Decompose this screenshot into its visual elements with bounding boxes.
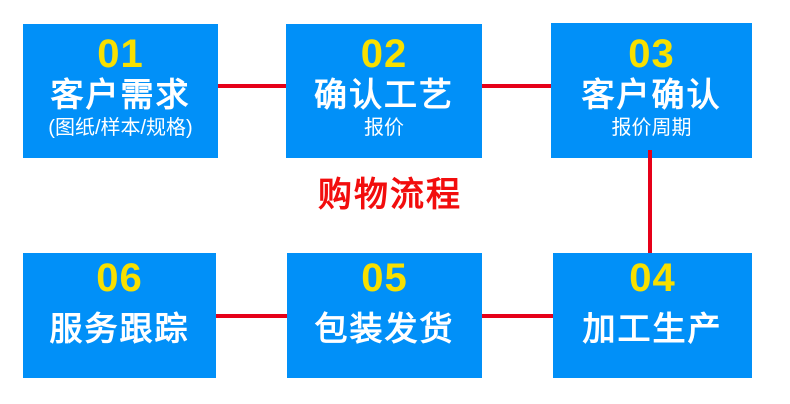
step-title: 确认工艺 xyxy=(314,76,454,113)
step-number: 04 xyxy=(629,255,676,300)
diagram-title: 购物流程 xyxy=(318,176,462,214)
step-number: 05 xyxy=(361,255,408,300)
step-box-01-customer-needs: 01 客户需求 (图纸/样本/规格) xyxy=(23,24,218,158)
connector-line-04-05 xyxy=(482,314,553,318)
step-title: 客户需求 xyxy=(50,76,191,113)
step-box-03-customer-confirm: 03 客户确认 报价周期 xyxy=(551,23,752,158)
connector-line-05-06 xyxy=(216,314,287,318)
step-subtitle: (图纸/样本/规格) xyxy=(48,117,193,139)
step-title: 服务跟踪 xyxy=(49,309,190,347)
step-title: 包装发货 xyxy=(314,309,455,347)
step-title: 加工生产 xyxy=(582,309,723,347)
step-title: 客户确认 xyxy=(581,75,722,113)
step-box-04-processing-production: 04 加工生产 xyxy=(553,253,752,378)
connector-line-01-02 xyxy=(218,84,286,88)
step-box-05-packing-shipping: 05 包装发货 xyxy=(287,253,482,378)
step-box-06-service-tracking: 06 服务跟踪 xyxy=(23,253,216,378)
step-subtitle: 报价 xyxy=(364,117,404,139)
step-subtitle: 报价周期 xyxy=(611,116,692,139)
step-box-02-confirm-process: 02 确认工艺 报价 xyxy=(286,24,482,158)
step-number: 06 xyxy=(96,255,143,300)
step-number: 03 xyxy=(628,31,675,76)
step-number: 02 xyxy=(360,32,408,76)
step-number: 01 xyxy=(97,32,144,76)
connector-line-03-04-vertical xyxy=(648,150,652,253)
connector-line-02-03 xyxy=(482,84,551,88)
